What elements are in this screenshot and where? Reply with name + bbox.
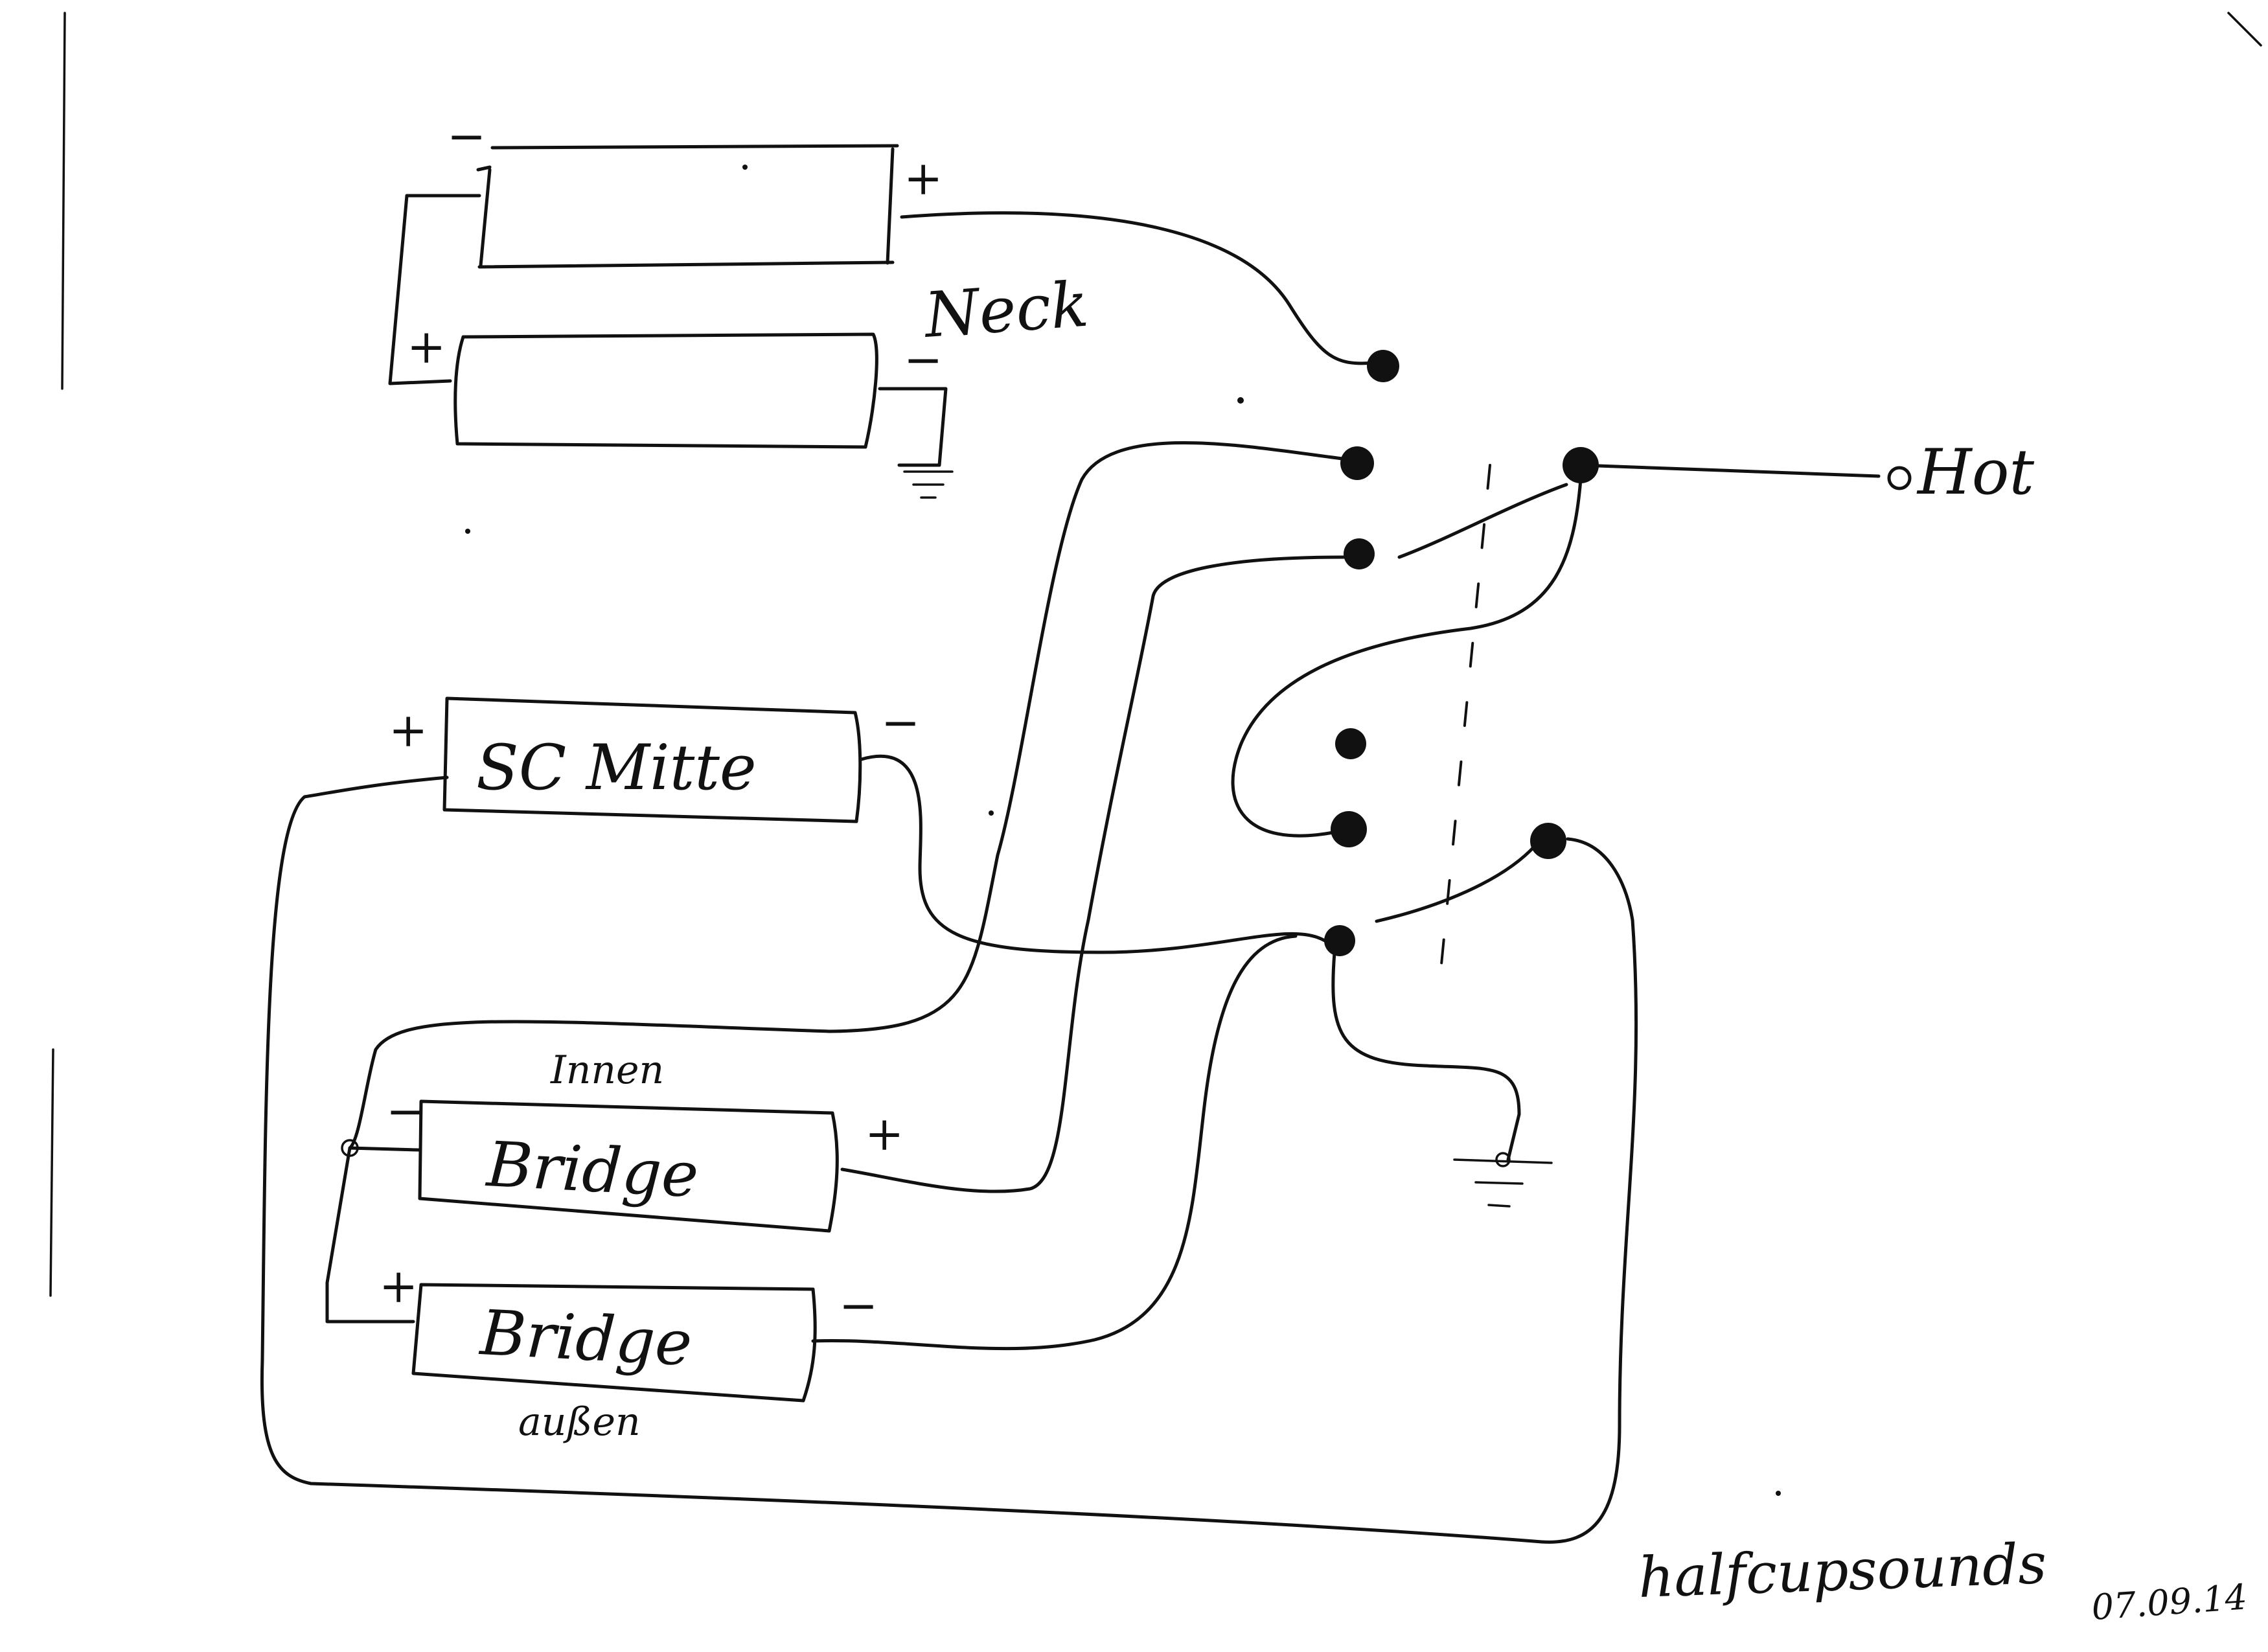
switch-lug-3 <box>1344 538 1375 569</box>
bridge-pickup <box>411 1099 839 1403</box>
neck-upper-minus: − <box>447 109 486 163</box>
bridge-inner-label: Bridge <box>484 1128 700 1211</box>
neck-pickup <box>388 144 1375 499</box>
wire-bridge-outer-minus <box>811 934 1298 1351</box>
pen-specks <box>465 165 1781 1496</box>
bridge-outer-label: Bridge <box>477 1296 694 1380</box>
switch-lug-2 <box>1340 446 1374 480</box>
bridge-junction <box>341 1139 359 1157</box>
neck-ground-symbol <box>903 470 954 499</box>
sc-minus: − <box>881 695 920 750</box>
wire-sc-minus-to-lug6 <box>860 754 1327 954</box>
bridge-inner-note: Innen <box>550 1048 664 1093</box>
bridge-outer-minus: − <box>839 1278 878 1333</box>
bridge-series-link <box>325 1146 420 1324</box>
neck-series-link <box>388 194 481 385</box>
wire-lug6-to-ground <box>1331 950 1521 1162</box>
signature-name: halfcupsounds <box>1637 1532 2048 1611</box>
sc-plus: + <box>389 703 428 757</box>
switch-lug-6 <box>1324 925 1355 956</box>
switch-lug-4 <box>1335 728 1366 759</box>
bridge-inner-plus: + <box>865 1107 904 1161</box>
switch-lug-1 <box>1367 350 1399 382</box>
ground-terminal <box>1495 1152 1511 1167</box>
bridge-inner-minus: − <box>386 1084 425 1138</box>
switch-lug-5 <box>1331 811 1367 847</box>
polarity-marks: − + + − + − − + + − <box>379 109 943 1333</box>
signature: halfcupsounds 07.09.14 <box>1637 1532 2249 1628</box>
switch-divider <box>1437 464 1491 999</box>
bridge-inner-coil <box>418 1099 839 1233</box>
hot-output-terminal <box>1887 466 1912 490</box>
neck-ground-wire <box>878 387 948 467</box>
neck-hot-wire <box>900 211 1375 365</box>
wire-lug2-to-bridge-inner-minus <box>348 441 1344 1150</box>
labels: Neck SC Mitte Innen Bridge Bridge außen … <box>476 268 2035 1445</box>
sc-middle-label: SC Mitte <box>476 731 757 804</box>
paper-edge-marks <box>49 12 2262 1297</box>
wire-common-to-lug5 <box>1231 477 1583 838</box>
signature-date: 07.09.14 <box>2090 1576 2249 1628</box>
hot-output-wire <box>1579 463 1881 478</box>
neck-coil-upper <box>476 144 899 269</box>
sc-middle-pickup <box>442 696 862 823</box>
neck-lower-plus: + <box>407 319 446 374</box>
bridge-outer-note: außen <box>518 1399 641 1445</box>
bridge-outer-coil <box>411 1283 817 1403</box>
neck-upper-plus: + <box>904 151 943 205</box>
ground-symbol <box>1453 1158 1553 1208</box>
neck-lower-minus: − <box>904 332 943 387</box>
wire-lug6-to-common <box>1375 843 1537 923</box>
hot-label: Hot <box>1916 436 2035 509</box>
switch-lugs <box>1324 350 1599 999</box>
wire-lug3-to-bridge-inner-plus <box>840 555 1346 1193</box>
bridge-outer-plus: + <box>379 1259 418 1313</box>
neck-label: Neck <box>921 268 1091 352</box>
switch-lug-common-lower <box>1530 823 1566 859</box>
wire-common-to-lug3 <box>1397 483 1568 559</box>
wire-sc-plus-loop <box>260 775 1638 1544</box>
neck-coil-lower <box>453 332 878 449</box>
wires <box>260 441 1912 1544</box>
